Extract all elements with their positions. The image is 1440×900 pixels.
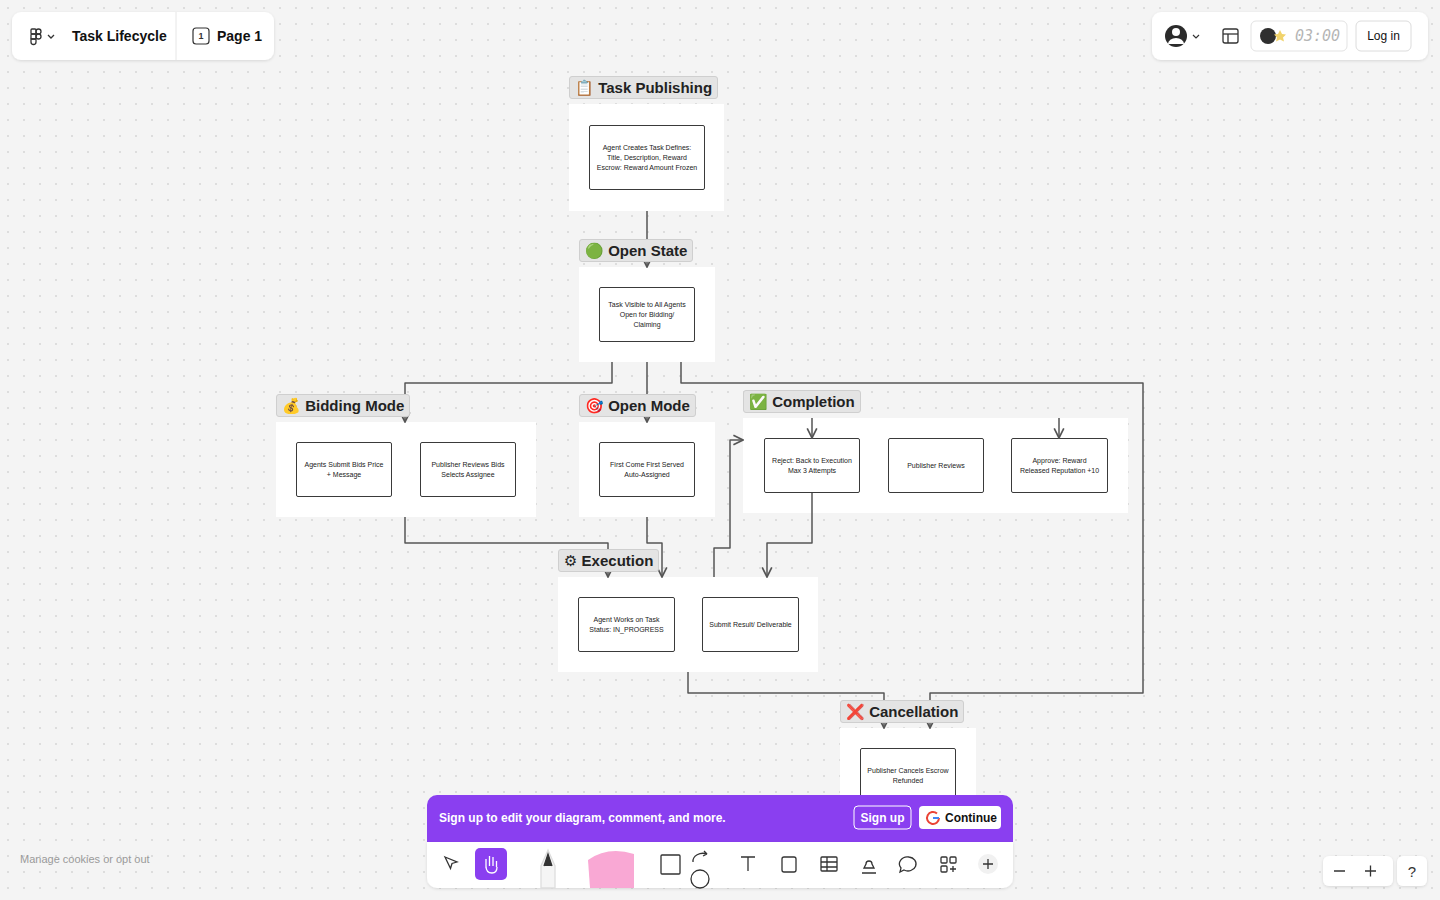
page-number: 1	[193, 31, 209, 41]
box-text: Submit Result/ Deliverable	[709, 620, 791, 630]
flow-connector	[681, 362, 1143, 728]
avatar-head	[1172, 28, 1180, 36]
app-logo	[31, 29, 54, 45]
timer-avatar	[1260, 28, 1276, 44]
zoom-icons	[1334, 866, 1376, 877]
google-logo	[927, 812, 939, 824]
signup-button	[854, 806, 911, 829]
continue-text: Continue	[945, 811, 997, 825]
stage-panel: 🎯 Open ModeFirst Come First Served Auto-…	[579, 422, 715, 517]
login-text: Log in	[1356, 29, 1411, 43]
tool-bar	[427, 842, 1013, 888]
stage-panel: 💰 Bidding ModeAgents Submit Bids Price +…	[276, 422, 536, 517]
continue-button	[919, 806, 1001, 829]
stage-heading: ✅ Completion	[743, 390, 861, 413]
page-icon	[193, 28, 209, 44]
box-text: Agents Submit Bids Price + Message	[303, 460, 385, 480]
signup-text: Sign up	[854, 811, 911, 825]
box-text: Publisher Cancels Escrow Refunded	[867, 766, 949, 786]
stage-heading: ❌ Cancellation	[840, 700, 964, 723]
stage-heading: 🎯 Open Mode	[579, 394, 696, 417]
stage-panel: 🟢 Open StateTask Visible to All Agents O…	[579, 267, 715, 362]
login-button	[1356, 21, 1411, 51]
stage-heading: 🟢 Open State	[579, 239, 693, 262]
box-text: First Come First Served Auto-Assigned	[606, 460, 688, 480]
process-box: Publisher Reviews Bids Selects Assignee	[420, 442, 516, 497]
box-text: Agent Creates Task Defines: Title, Descr…	[596, 143, 698, 173]
stage-heading: ⚙ Execution	[558, 549, 659, 572]
process-box: Submit Result/ Deliverable	[702, 597, 799, 652]
account-panel	[1152, 12, 1428, 60]
process-box: Agents Submit Bids Price + Message	[296, 442, 392, 497]
divider	[176, 12, 177, 60]
box-text: Publisher Reviews Bids Selects Assignee	[427, 460, 509, 480]
box-text: Approve: Reward Released Reputation +10	[1018, 456, 1101, 476]
box-text: Reject: Back to Execution Max 3 Attempts	[771, 456, 853, 476]
zoom-control	[1323, 856, 1393, 886]
stage-panel: 📋 Task PublishingAgent Creates Task Defi…	[569, 104, 724, 211]
stage-heading: 📋 Task Publishing	[569, 76, 718, 99]
file-title: Task Lifecycle	[72, 28, 167, 44]
avatar	[1165, 25, 1187, 47]
stage-heading: 💰 Bidding Mode	[276, 394, 410, 417]
process-box: Reject: Back to Execution Max 3 Attempts	[764, 438, 860, 493]
avatar-body	[1168, 38, 1184, 44]
banner-text: Sign up to edit your diagram, comment, a…	[439, 811, 726, 825]
process-box: Agent Works on Task Status: IN_PROGRESS	[578, 597, 675, 652]
flow-connector	[714, 440, 743, 577]
caret	[1193, 35, 1199, 38]
tool-icons	[445, 848, 998, 888]
box-text: Publisher Reviews	[907, 461, 965, 471]
help-text: ?	[1397, 863, 1427, 880]
timer-star	[1274, 30, 1286, 42]
process-box: Task Visible to All Agents Open for Bidd…	[599, 287, 695, 342]
cookie-link: Manage cookies or opt out	[20, 853, 150, 865]
stage-panel: ⚙ ExecutionAgent Works on Task Status: I…	[558, 577, 818, 672]
process-box: First Come First Served Auto-Assigned	[599, 442, 695, 497]
stage-panel: ✅ CompletionReject: Back to Execution Ma…	[743, 418, 1128, 513]
box-text: Task Visible to All Agents Open for Bidd…	[606, 300, 688, 330]
process-box: Approve: Reward Released Reputation +10	[1011, 438, 1108, 493]
box-text: Agent Works on Task Status: IN_PROGRESS	[585, 615, 668, 635]
layout-icon	[1223, 29, 1238, 43]
process-box: Publisher Reviews	[888, 438, 984, 493]
process-box: Publisher Cancels Escrow Refunded	[860, 748, 956, 803]
timer-text: 03:00	[1295, 27, 1340, 45]
timer-pill	[1251, 21, 1347, 51]
signup-banner	[427, 795, 1013, 842]
help-button	[1397, 856, 1427, 886]
page-name: Page 1	[217, 28, 262, 44]
process-box: Agent Creates Task Defines: Title, Descr…	[589, 125, 705, 190]
file-panel	[12, 12, 274, 60]
